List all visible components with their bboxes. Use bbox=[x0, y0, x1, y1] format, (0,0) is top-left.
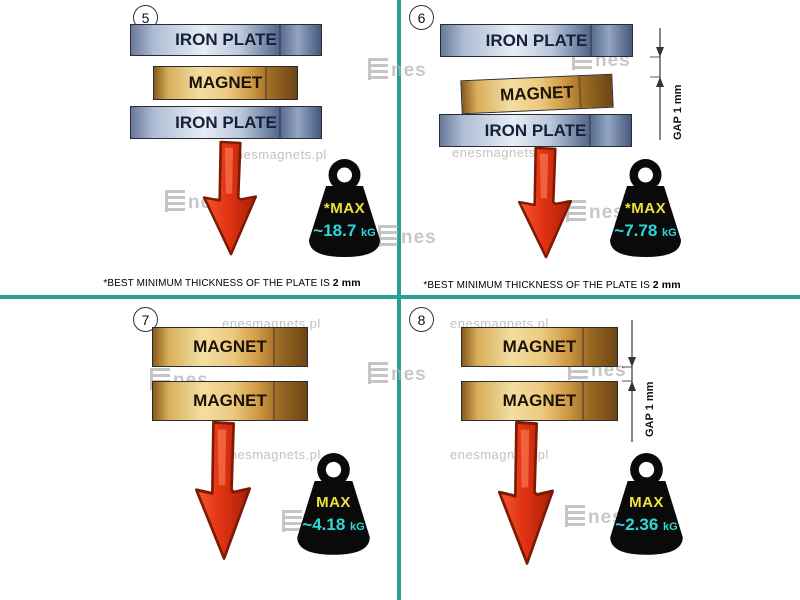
weight-kettlebell: MAX ~4.18 kG bbox=[285, 452, 382, 562]
gap-label: GAP 1 mm bbox=[672, 84, 684, 140]
enes-logo-mark-icon bbox=[378, 225, 398, 247]
iron-plate-bar: IRON PLATE bbox=[130, 106, 322, 139]
magnet-bar: MAGNET bbox=[461, 381, 618, 421]
pull-force-arrow bbox=[517, 146, 573, 259]
watermark-text: enesmagnets.pl bbox=[452, 145, 551, 160]
gap-label: GAP 1 mm bbox=[644, 381, 656, 437]
magnet-bar: MAGNET bbox=[152, 327, 308, 367]
enes-logo-mark-icon bbox=[368, 362, 388, 384]
enes-logo-mark-icon bbox=[282, 510, 302, 532]
enes-logo: nes bbox=[368, 362, 427, 384]
iron-plate-bar: IRON PLATE bbox=[130, 24, 322, 56]
gap-dimension-lines bbox=[622, 320, 636, 442]
magnet-bar: MAGNET bbox=[461, 327, 618, 367]
weight-kettlebell: *MAX ~18.7 kG bbox=[297, 158, 392, 264]
kettlebell-icon bbox=[297, 453, 370, 555]
weight-max-label: *MAX bbox=[624, 200, 667, 217]
weight-kettlebell: MAX ~2.36 kG bbox=[598, 452, 695, 562]
pull-force-arrow bbox=[498, 420, 554, 565]
magnet-bar: MAGNET bbox=[460, 73, 614, 115]
iron-plate-bar: IRON PLATE bbox=[439, 114, 632, 147]
divider-horizontal bbox=[0, 295, 800, 299]
gap-dimension-lines bbox=[650, 28, 664, 140]
iron-plate-bar: IRON PLATE bbox=[440, 24, 633, 57]
kettlebell-icon bbox=[610, 453, 683, 555]
weight-value: ~18.7 kG bbox=[313, 221, 376, 240]
pull-force-arrow bbox=[202, 140, 258, 256]
gap-dimension: GAP 1 mm bbox=[622, 320, 722, 442]
weight-max-label: *MAX bbox=[323, 200, 366, 217]
weight-value: ~4.18 kG bbox=[302, 515, 365, 534]
weight-max-label: MAX bbox=[316, 494, 351, 511]
magnet-bar: MAGNET bbox=[152, 381, 308, 421]
weight-value: ~2.36 kG bbox=[615, 515, 678, 534]
kettlebell-icon bbox=[309, 159, 380, 257]
footnote: *BEST MINIMUM THICKNESS OF THE PLATE IS … bbox=[103, 277, 361, 289]
watermark-text: enesmagnets.pl bbox=[228, 147, 327, 162]
enes-logo: nes bbox=[565, 505, 624, 527]
pull-force-arrow bbox=[195, 420, 251, 560]
kettlebell-icon bbox=[610, 159, 681, 257]
enes-logo: nes bbox=[566, 200, 625, 222]
enes-logo: nes bbox=[368, 58, 427, 80]
weight-kettlebell: *MAX ~7.78 kG bbox=[598, 158, 693, 264]
panel-8-number: 8 bbox=[409, 307, 434, 332]
footnote: *BEST MINIMUM THICKNESS OF THE PLATE IS … bbox=[423, 279, 681, 291]
enes-logo-mark-icon bbox=[368, 58, 388, 80]
enes-logo-mark-icon bbox=[165, 190, 185, 212]
weight-value: ~7.78 kG bbox=[614, 221, 677, 240]
weight-max-label: MAX bbox=[629, 494, 664, 511]
watermark-text: enesmagnets.pl bbox=[222, 447, 321, 462]
enes-logo: nes bbox=[378, 225, 437, 247]
gap-dimension: GAP 1 mm bbox=[650, 28, 750, 140]
panel-6-number: 6 bbox=[409, 5, 434, 30]
divider-vertical bbox=[397, 0, 401, 600]
enes-logo-mark-icon bbox=[565, 505, 585, 527]
magnet-bar: MAGNET bbox=[153, 66, 298, 100]
